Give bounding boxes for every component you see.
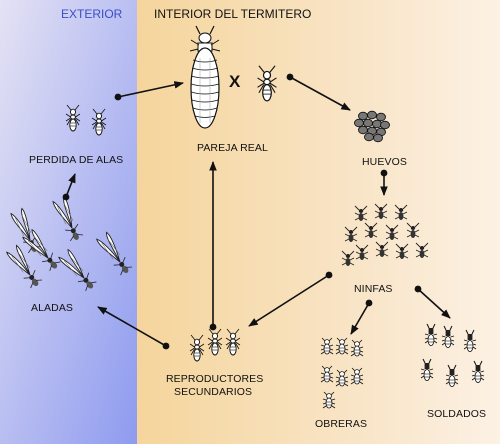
- label-pareja-real: PAREJA REAL: [197, 142, 268, 154]
- egg-cluster-icon: [354, 110, 390, 143]
- arrow-reproductores-to-aladas: [97, 306, 167, 347]
- label-aladas: ALADAS: [31, 302, 74, 314]
- cycle-arrows: [62, 73, 451, 350]
- termite-queen-icon: [189, 25, 221, 129]
- label-soldados: SOLDADOS: [427, 408, 487, 420]
- label-ninfas: NINFAS: [354, 283, 393, 295]
- arrow-aladas-to-perdida: [65, 173, 76, 198]
- arrow-ninfas-to-reproductores: [248, 274, 330, 327]
- cross-symbol: X: [229, 72, 241, 91]
- arrow-ninfas-to-soldados: [417, 288, 451, 319]
- arrow-pareja-to-huevos: [289, 76, 351, 111]
- label-secundarios: SECUNDARIOS: [174, 386, 253, 398]
- label-perdida-de-alas: PERDIDA DE ALAS: [29, 154, 124, 166]
- interior-header: INTERIOR DEL TERMITERO: [154, 7, 312, 21]
- label-huevos: HUEVOS: [362, 156, 407, 168]
- label-reproductores: REPRODUCTORES: [166, 373, 264, 385]
- arrow-perdida-to-pareja: [117, 81, 184, 98]
- exterior-header: EXTERIOR: [61, 7, 123, 21]
- label-obreras: OBRERAS: [315, 418, 368, 430]
- arrow-ninfas-to-obreras: [350, 302, 370, 335]
